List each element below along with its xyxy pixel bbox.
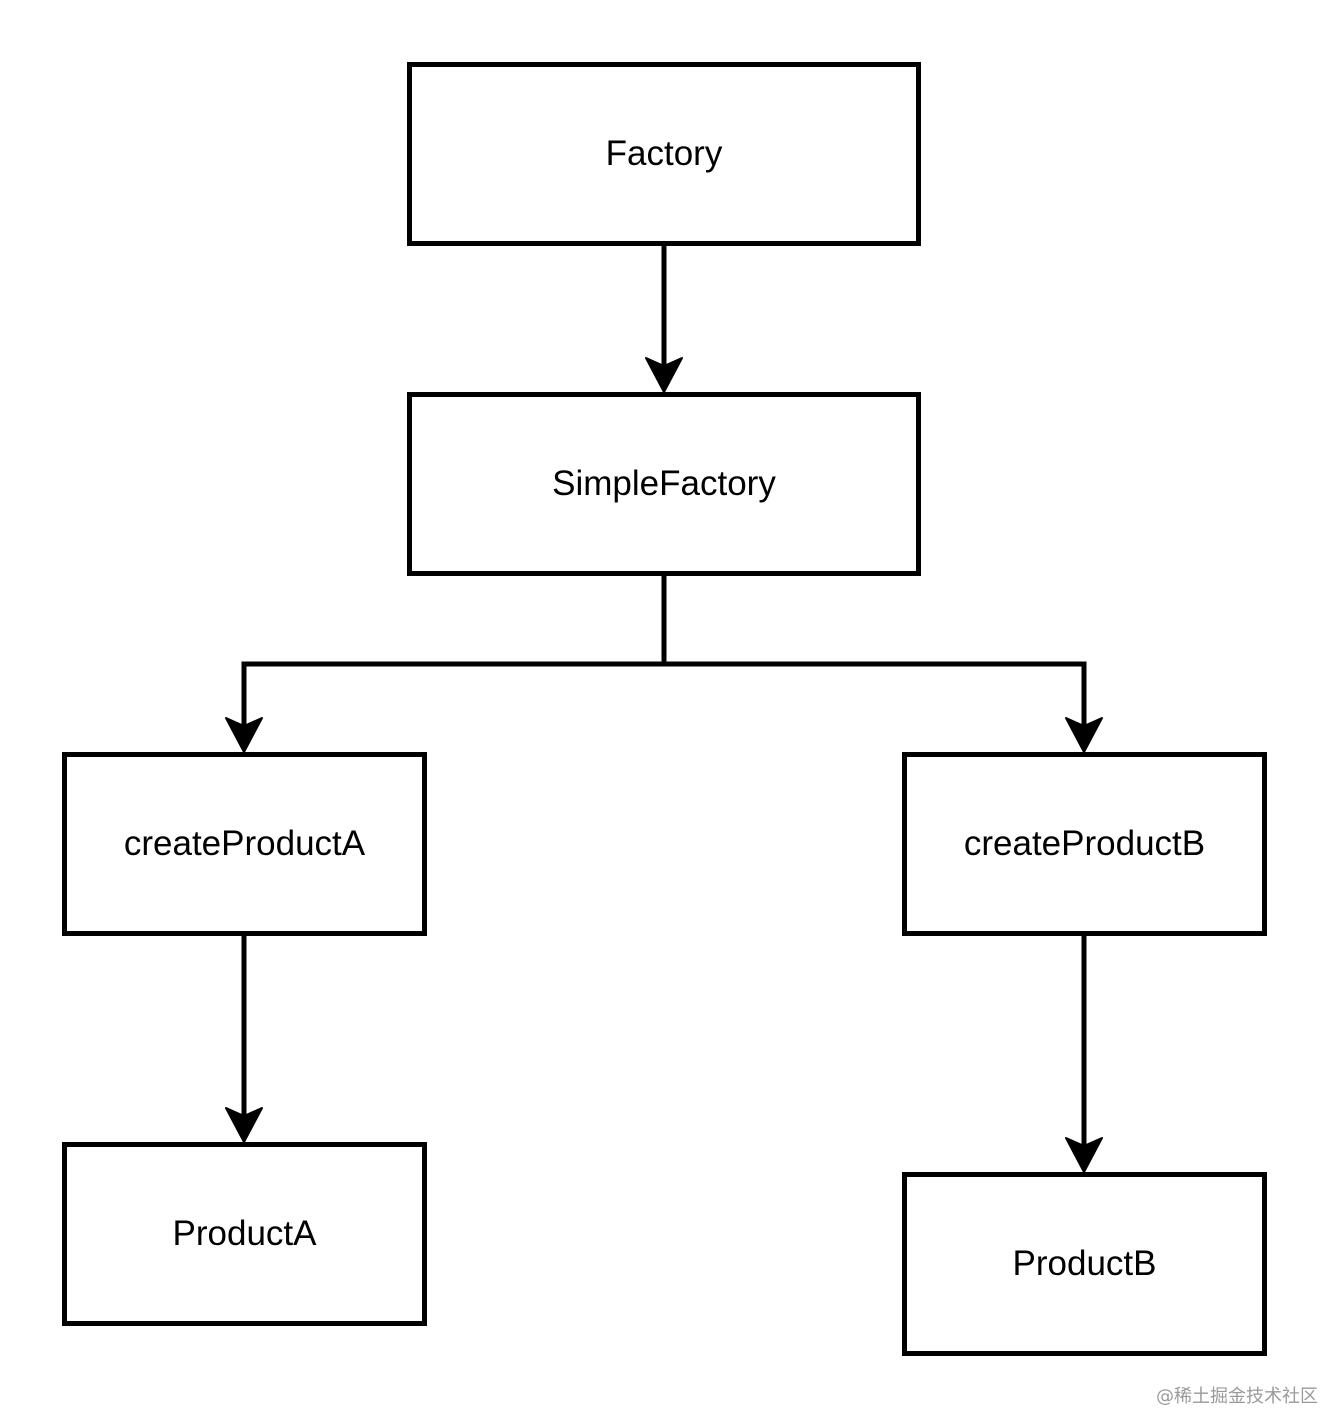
edge-simplefactory-to-createproductb bbox=[664, 661, 1087, 732]
arrowhead-productb bbox=[1065, 1137, 1103, 1173]
edge-simplefactory-to-createproducta bbox=[241, 661, 664, 732]
node-product-a-label: ProductA bbox=[172, 1214, 317, 1253]
node-factory: Factory bbox=[407, 62, 921, 246]
arrowhead-simplefactory bbox=[645, 357, 683, 393]
node-simple-factory: SimpleFactory bbox=[407, 392, 921, 576]
node-simple-factory-label: SimpleFactory bbox=[552, 464, 776, 503]
watermark: @稀土掘金技术社区 bbox=[1156, 1386, 1318, 1407]
node-create-product-b: createProductB bbox=[902, 752, 1267, 936]
arrowhead-createproductb bbox=[1065, 717, 1103, 753]
node-product-a: ProductA bbox=[62, 1142, 427, 1326]
arrowhead-createproducta bbox=[225, 717, 263, 753]
node-product-b-label: ProductB bbox=[1012, 1244, 1157, 1283]
node-create-product-b-label: createProductB bbox=[963, 824, 1206, 863]
node-create-product-a: createProductA bbox=[62, 752, 427, 936]
node-create-product-a-label: createProductA bbox=[123, 824, 366, 863]
node-factory-label: Factory bbox=[605, 134, 723, 173]
arrowhead-producta bbox=[225, 1107, 263, 1143]
node-product-b: ProductB bbox=[902, 1172, 1267, 1356]
